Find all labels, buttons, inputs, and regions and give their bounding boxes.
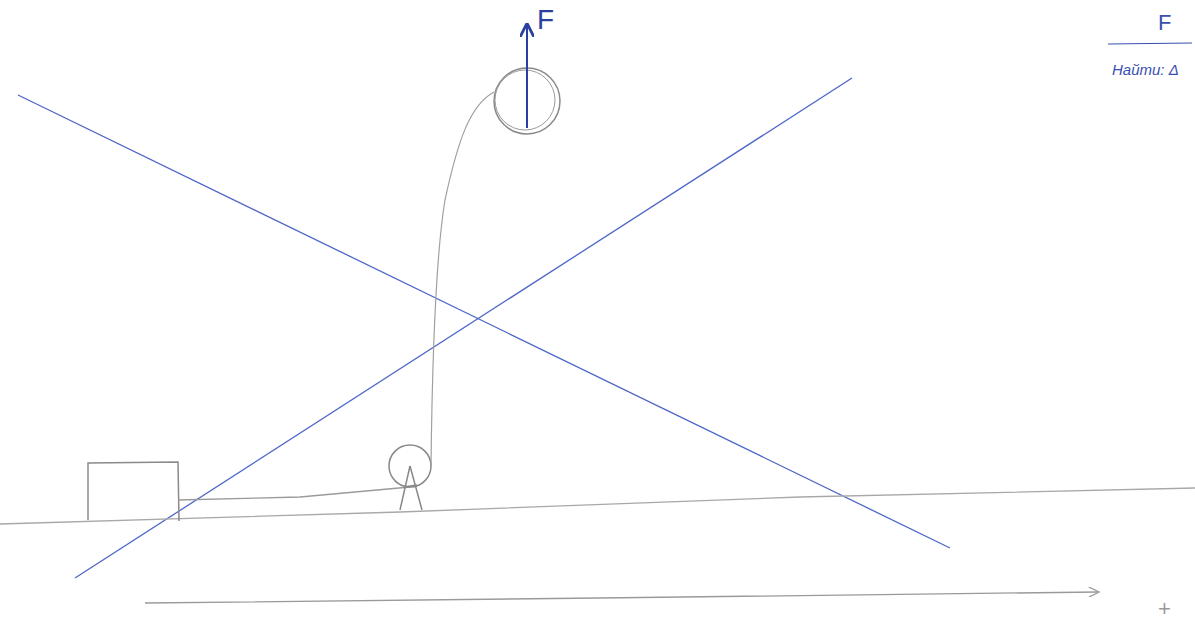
find-label: Найти: Δ [1112, 62, 1179, 77]
force-arrow [526, 26, 528, 128]
axis-sign: + [1158, 598, 1171, 620]
movable-pulley [495, 70, 555, 130]
block [88, 462, 179, 521]
rope [431, 92, 494, 466]
force-label: F [537, 6, 554, 34]
rope [178, 487, 410, 500]
pulley-support [400, 466, 422, 510]
given-label: F [1158, 12, 1171, 34]
given-line [1108, 43, 1192, 44]
axis-arrow [145, 592, 1098, 603]
cross-out-line [18, 95, 950, 548]
cross-out-line [75, 78, 852, 578]
